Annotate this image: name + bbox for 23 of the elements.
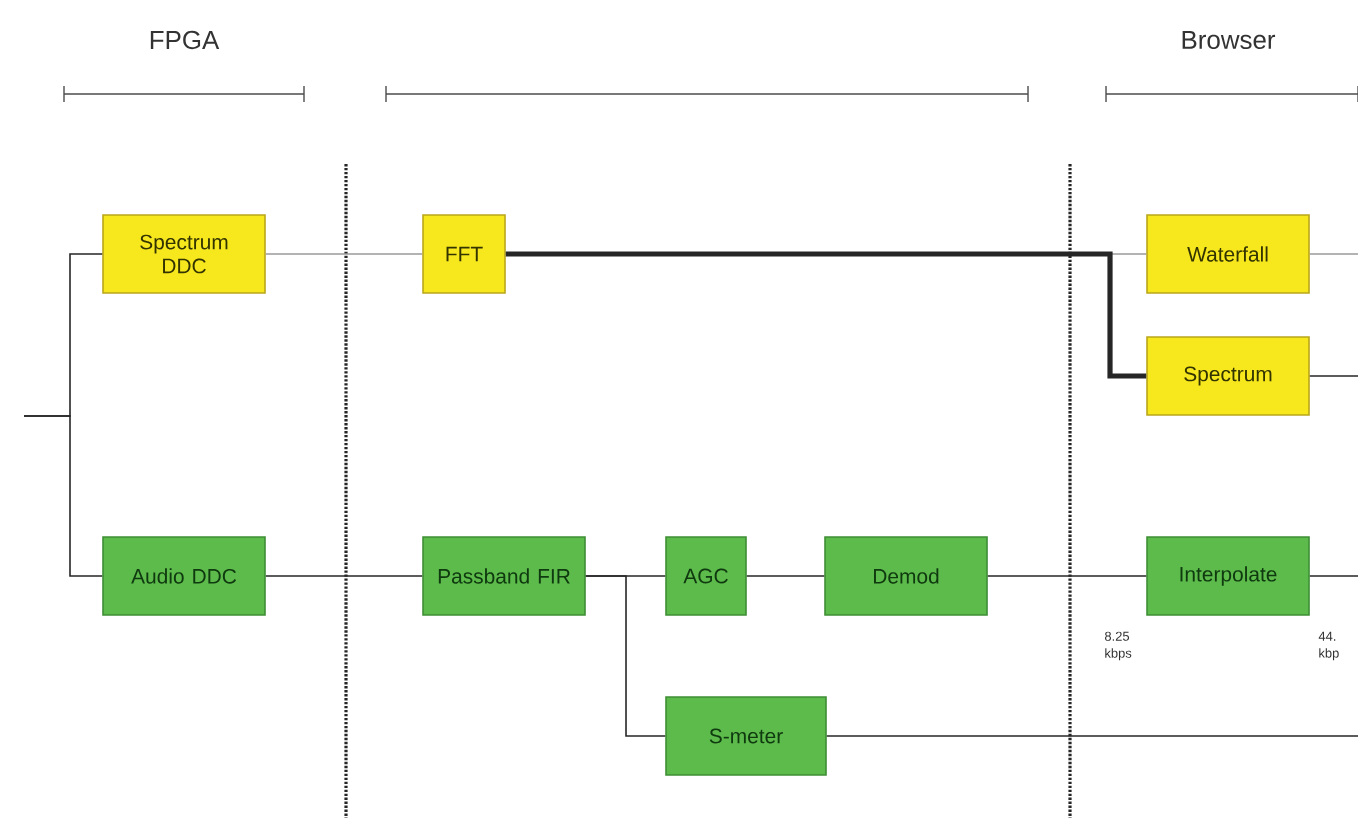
connector-line — [585, 575, 666, 737]
filter-box: FFT — [422, 214, 506, 294]
filter-box: Passband FIR — [422, 536, 586, 616]
connector-line — [505, 251, 1147, 379]
connector-line — [1309, 253, 1358, 255]
connector-line — [746, 575, 825, 577]
filter-box: AGC — [665, 536, 747, 616]
filter-box: Interpolate — [1146, 536, 1310, 616]
connector-line — [265, 253, 423, 255]
filter-box: Demod — [824, 536, 988, 616]
connector-line — [265, 575, 423, 577]
connector-line — [23, 415, 103, 577]
filter-box: Spectrum DDC — [102, 214, 266, 294]
filter-box: Spectrum — [1146, 336, 1310, 416]
connector-line — [826, 735, 1358, 737]
connector-line — [1309, 575, 1358, 577]
filter-box: Audio DDC — [102, 536, 266, 616]
connector-line — [987, 575, 1147, 577]
column-heading: FPGA — [150, 30, 220, 50]
filter-box: Waterfall — [1146, 214, 1310, 294]
connector-line — [1309, 375, 1358, 377]
column-heading: Browser — [1182, 30, 1276, 49]
filter-box: S-meter — [665, 696, 827, 776]
